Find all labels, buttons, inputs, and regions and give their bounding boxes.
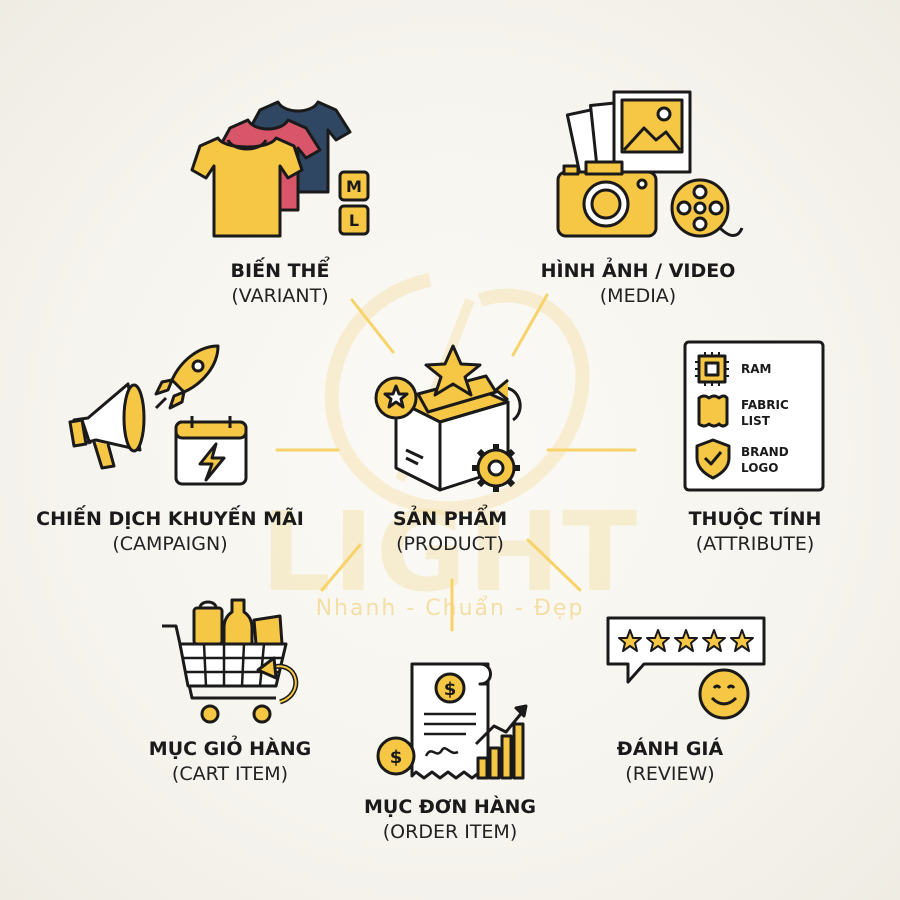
- order-item-label: MỤC ĐƠN HÀNG (ORDER ITEM): [330, 796, 570, 843]
- attr-fabric-text: FABRIC: [741, 398, 789, 412]
- shopping-cart-icon: [162, 598, 299, 724]
- attr-ram-text: RAM: [741, 362, 771, 376]
- svg-text:$: $: [444, 679, 457, 700]
- attr-list-text: LIST: [741, 414, 771, 428]
- order-item-title: MỤC ĐƠN HÀNG: [363, 796, 537, 818]
- cart-item-subtitle: (CART ITEM): [171, 763, 289, 785]
- cart-item-title: MỤC GIỎ HÀNG: [148, 738, 312, 760]
- attribute-card-icon: RAM FABRIC LIST BRAND LOGO: [683, 340, 825, 492]
- ray-cart: [320, 543, 362, 592]
- tshirts-icon: M L: [190, 100, 370, 238]
- product-box-icon: [374, 344, 522, 492]
- cart-item-label: MỤC GIỎ HÀNG (CART ITEM): [125, 738, 335, 785]
- attr-brand-text: BRAND: [741, 445, 789, 459]
- camera-media-icon: [556, 90, 744, 238]
- product-subtitle: (PRODUCT): [396, 533, 504, 555]
- media-title: HÌNH ẢNH / VIDEO: [540, 260, 736, 282]
- size-m-text: M: [346, 177, 362, 196]
- campaign-title: CHIẾN DỊCH KHUYẾN MÃI: [36, 508, 304, 530]
- attr-logo-text: LOGO: [741, 461, 778, 475]
- invoice-icon: $ $: [376, 662, 528, 780]
- size-l-text: L: [349, 211, 359, 230]
- review-subtitle: (REVIEW): [625, 763, 715, 785]
- svg-text:$: $: [390, 747, 403, 768]
- order-item-subtitle: (ORDER ITEM): [382, 821, 518, 843]
- ray-variant: [350, 298, 395, 354]
- attribute-label: THUỘC TÍNH (ATTRIBUTE): [655, 508, 855, 555]
- review-label: ĐÁNH GIÁ (REVIEW): [590, 738, 750, 785]
- variant-label: BIẾN THỂ (VARIANT): [180, 260, 380, 307]
- review-title: ĐÁNH GIÁ: [616, 738, 724, 760]
- campaign-subtitle: (CAMPAIGN): [112, 533, 228, 555]
- variant-title: BIẾN THỂ: [230, 260, 330, 282]
- media-subtitle: (MEDIA): [599, 285, 677, 307]
- variant-subtitle: (VARIANT): [231, 285, 329, 307]
- product-label: SẢN PHẨM (PRODUCT): [350, 508, 550, 555]
- campaign-icon: [68, 344, 248, 486]
- attribute-title: THUỘC TÍNH: [688, 508, 822, 530]
- ray-media: [511, 293, 549, 357]
- ray-review: [526, 538, 582, 592]
- campaign-label: CHIẾN DỊCH KHUYẾN MÃI (CAMPAIGN): [10, 508, 330, 555]
- attribute-subtitle: (ATTRIBUTE): [695, 533, 815, 555]
- review-icon: [606, 616, 766, 720]
- media-label: HÌNH ẢNH / VIDEO (MEDIA): [518, 260, 758, 307]
- product-title: SẢN PHẨM: [392, 508, 508, 530]
